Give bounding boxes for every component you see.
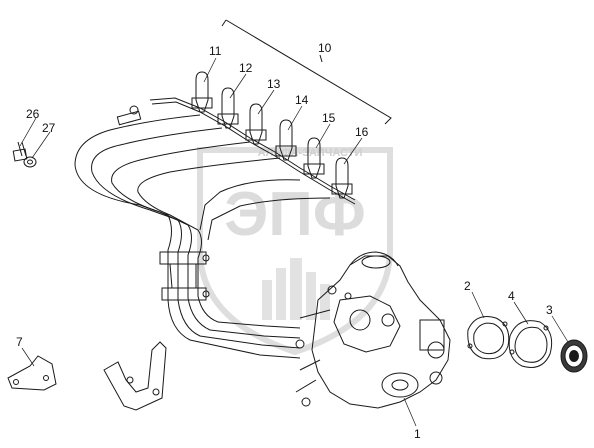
watermark: АЛЬФА-ЗАПЧАСТИ ЭПФ	[197, 147, 393, 356]
callout-10: 10	[318, 41, 332, 55]
injector-13	[245, 103, 267, 145]
group-bracket-10	[221, 19, 392, 125]
callout-14: 14	[295, 93, 309, 107]
callout-1: 1	[414, 427, 421, 441]
injection-pump	[295, 251, 451, 409]
watermark-big-text: ЭПФ	[224, 180, 366, 249]
injector-14	[275, 119, 297, 161]
injector-11	[191, 71, 213, 113]
gear-3	[560, 339, 588, 373]
bracket-7	[7, 355, 57, 391]
callout-2: 2	[464, 279, 471, 293]
callout-26: 26	[26, 107, 40, 121]
injectors	[191, 71, 353, 199]
leader-lines	[19, 57, 569, 427]
callout-16: 16	[355, 125, 369, 139]
callouts: 10 11 12 13 14 15 16 26 27 7 1 2 4 3	[16, 41, 553, 441]
injector-16	[331, 157, 353, 199]
return-line	[116, 97, 356, 205]
gasket-4	[508, 320, 553, 368]
callout-27: 27	[42, 121, 56, 135]
injector-pipes	[74, 114, 331, 359]
watermark-buildings	[262, 258, 330, 320]
bolt-26-washer-27	[12, 141, 37, 168]
watermark-top-text: АЛЬФА-ЗАПЧАСТИ	[258, 147, 363, 159]
callout-3: 3	[546, 303, 553, 317]
pipe-clamps	[159, 251, 210, 301]
injector-12	[217, 87, 239, 129]
injector-15	[303, 137, 325, 179]
callout-7: 7	[16, 335, 23, 349]
gasket-2	[467, 316, 510, 360]
watermark-shield	[197, 147, 393, 356]
callout-15: 15	[322, 111, 336, 125]
callout-12: 12	[239, 61, 253, 75]
callout-13: 13	[267, 77, 281, 91]
callout-11: 11	[209, 44, 222, 58]
callout-4: 4	[508, 289, 515, 303]
bracket-lower	[103, 341, 167, 411]
